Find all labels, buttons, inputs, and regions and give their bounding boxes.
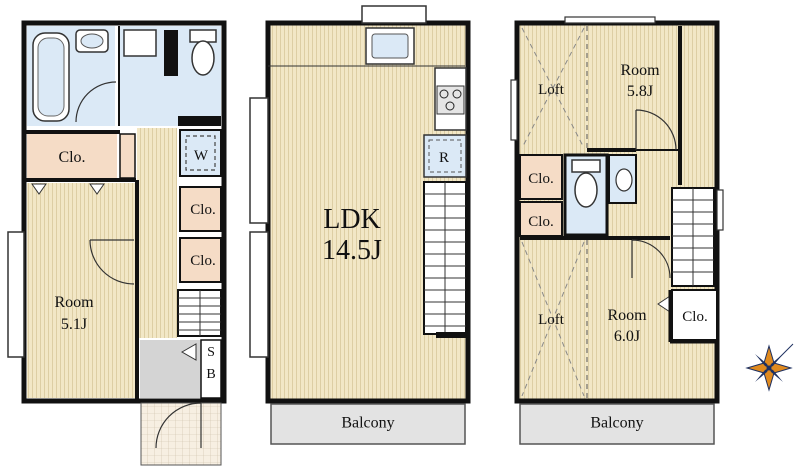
ldk-name: LDK bbox=[323, 204, 381, 235]
closet-floor3-b bbox=[519, 201, 563, 237]
window-floor1 bbox=[7, 231, 25, 358]
closet-hall-1 bbox=[179, 186, 222, 232]
sink-icon bbox=[75, 29, 109, 53]
door-swing-icon bbox=[75, 81, 117, 123]
toilet-icon bbox=[189, 29, 217, 76]
closet-a-label: Clo. bbox=[528, 171, 553, 187]
window-floor3-top bbox=[564, 16, 656, 24]
door-swing-icon bbox=[89, 239, 135, 285]
toilet-icon bbox=[571, 159, 601, 208]
balcony-label-floor2: Balcony bbox=[341, 415, 394, 432]
room-top-name: Room bbox=[620, 62, 660, 79]
closet-c-label: Clo. bbox=[682, 309, 707, 325]
door-swing-icon bbox=[155, 402, 202, 449]
entrance-porch bbox=[140, 402, 222, 466]
storage-label-b: B bbox=[206, 367, 215, 382]
room-floor1-size: 5.1J bbox=[61, 316, 87, 333]
room-bottom-name: Room bbox=[607, 307, 647, 324]
balcony-label-floor3: Balcony bbox=[590, 415, 643, 432]
loft-bottom-label: Loft bbox=[538, 312, 565, 328]
closet-hall-1-label: Clo. bbox=[190, 202, 215, 218]
window-floor2-left-1 bbox=[249, 97, 269, 224]
storage-label-s: S bbox=[207, 345, 215, 360]
room-floor1-name: Room bbox=[54, 294, 94, 311]
window-floor2-top bbox=[361, 5, 427, 24]
stairs-icon bbox=[671, 187, 715, 287]
loft-top-label: Loft bbox=[538, 82, 565, 98]
sink-icon bbox=[365, 27, 415, 65]
room-bottom-size: 6.0J bbox=[614, 328, 640, 345]
stairs-icon bbox=[177, 289, 222, 337]
floor-2: R LDK 14.5J Balcony bbox=[249, 5, 471, 445]
washer-space bbox=[179, 129, 222, 177]
closet-floor3-a bbox=[519, 154, 563, 200]
closet-hall-2 bbox=[179, 237, 222, 283]
stairs-icon bbox=[423, 181, 467, 338]
closet-floor1 bbox=[27, 134, 117, 178]
floor-1: Clo. W Clo. Clo. Room 5.1J S B bbox=[7, 20, 227, 466]
room-top-size: 5.8J bbox=[627, 83, 653, 100]
closet-floor3-c bbox=[671, 289, 718, 341]
hallway-floor1 bbox=[137, 128, 177, 338]
door-swing-icon bbox=[631, 239, 671, 279]
balcony-floor3 bbox=[519, 403, 715, 445]
sink-icon bbox=[615, 168, 633, 192]
bathtub-icon bbox=[32, 32, 70, 122]
fridge-label: R bbox=[439, 150, 449, 166]
room-floor1 bbox=[27, 183, 135, 398]
fridge-space bbox=[423, 134, 467, 178]
closet-hall-2-label: Clo. bbox=[190, 253, 215, 269]
window-floor3-left bbox=[510, 79, 518, 141]
window-floor2-left-2 bbox=[249, 231, 269, 358]
ldk-size: 14.5J bbox=[322, 235, 382, 266]
door-swing-icon bbox=[635, 109, 677, 151]
compass-icon bbox=[745, 343, 794, 392]
balcony-floor2 bbox=[270, 403, 466, 445]
stove-icon bbox=[436, 85, 465, 115]
vanity-icon bbox=[123, 29, 157, 57]
floor-3: Loft Room 5.8J Clo. Clo. Loft Room 6.0J … bbox=[510, 16, 724, 445]
closet-label: Clo. bbox=[58, 149, 85, 166]
closet-b-label: Clo. bbox=[528, 214, 553, 230]
window-floor3-right bbox=[716, 189, 724, 231]
washer-label: W bbox=[194, 148, 209, 164]
